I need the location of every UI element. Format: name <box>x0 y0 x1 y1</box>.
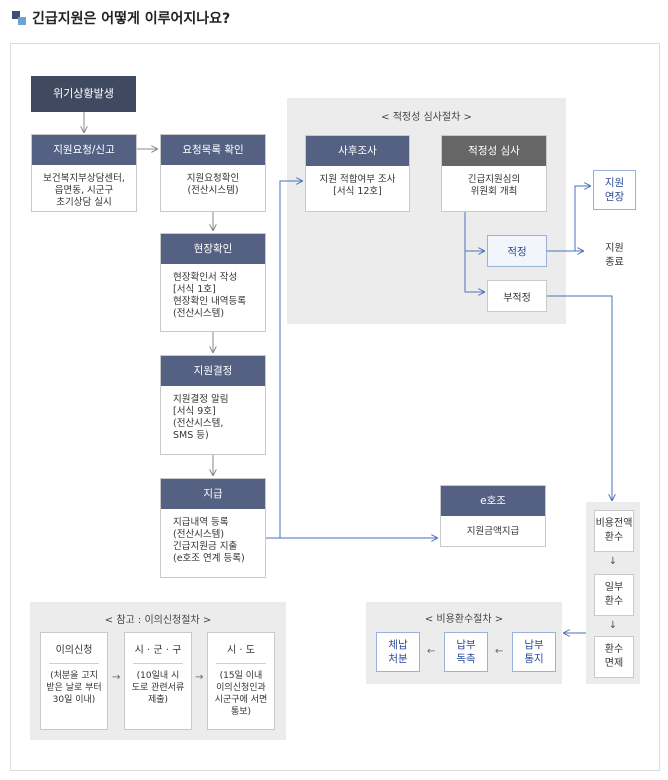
diagram-frame <box>10 43 660 771</box>
result-proper: 적정 <box>487 235 547 267</box>
step-confirm-title: 요청목록 확인 <box>161 135 265 165</box>
ehojo-title: e호조 <box>441 486 545 516</box>
step-request-title: 지원요청/신고 <box>32 135 136 165</box>
step-decision-desc: 지원결정 알림[서식 9호](전산시스템,SMS 등) <box>173 394 229 441</box>
ehojo-box: e호조 지원금액지급 <box>440 485 546 547</box>
step-site-check-desc: 현장확인서 작성[서식 1호]현장확인 내역등록(전산시스템) <box>173 272 246 319</box>
title-bullet-icon <box>12 11 26 25</box>
review-group-label: < 적정성 심사절차 > <box>381 112 472 123</box>
step-payment: 지급 지급내역 등록(전산시스템)긴급지원금 지출(e호조 연계 등록) <box>160 478 266 578</box>
step-payment-desc: 지급내역 등록(전산시스템)긴급지원금 지출(e호조 연계 등록) <box>173 517 245 564</box>
appeal-group-label: < 참고 : 이의신청절차 > <box>104 615 212 626</box>
appeal-request-title: 이의신청 <box>55 645 93 656</box>
refund-proc-label: < 비용환수절차 > <box>424 614 504 625</box>
right-arrow-icon: → <box>195 672 204 683</box>
left-arrow-icon: ← <box>427 646 436 657</box>
step-site-check: 현장확인 현장확인서 작성[서식 1호]현장확인 내역등록(전산시스템) <box>160 233 266 332</box>
step-payment-title: 지급 <box>161 479 265 509</box>
step-decision-title: 지원결정 <box>161 356 265 386</box>
post-survey-desc: 지원 적합여부 조사[서식 12호] <box>319 174 396 197</box>
audit-title: 적정성 심사 <box>442 136 546 166</box>
down-arrow-icon: ↓ <box>608 556 618 567</box>
right-arrow-icon: → <box>112 672 121 683</box>
appeal-province-title: 시 · 도 <box>227 645 255 656</box>
crisis-start-box: 위기상황발생 <box>31 76 136 112</box>
appeal-city-title: 시 · 군 · 구 <box>134 645 182 656</box>
ehojo-desc: 지원금액지급 <box>466 526 520 537</box>
step-confirm-desc: 지원요청확인(전산시스템) <box>186 173 240 196</box>
result-improper: 부적정 <box>487 280 547 312</box>
page-title: 긴급지원은 어떻게 이루어지나요? <box>32 11 231 27</box>
left-arrow-icon: ← <box>495 646 504 657</box>
post-survey-title: 사후조사 <box>306 136 409 166</box>
step-site-check-title: 현장확인 <box>161 234 265 264</box>
step-decision: 지원결정 지원결정 알림[서식 9호](전산시스템,SMS 등) <box>160 355 266 455</box>
review-post-survey: 사후조사 지원 적합여부 조사[서식 12호] <box>305 135 410 212</box>
down-arrow-icon: ↓ <box>608 620 618 631</box>
step-confirm: 요청목록 확인 지원요청확인(전산시스템) <box>160 134 266 212</box>
